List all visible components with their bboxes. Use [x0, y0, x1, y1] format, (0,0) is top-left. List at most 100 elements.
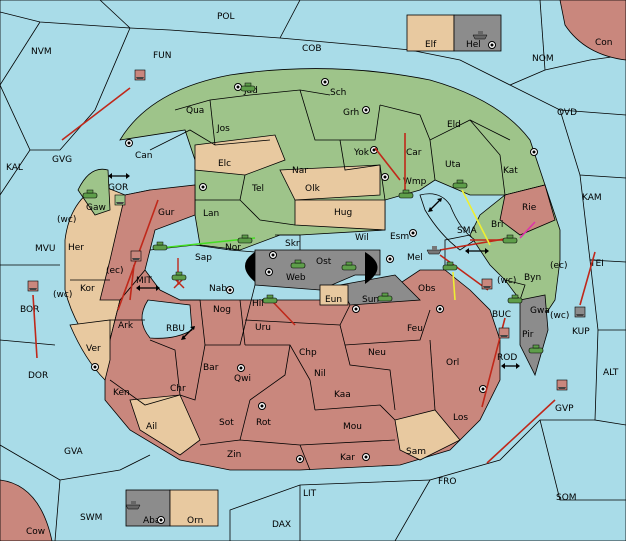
- supply-center-icon: [157, 516, 165, 524]
- army-tank-icon: [82, 189, 98, 199]
- label-gva: GVA: [64, 447, 84, 457]
- label-sun: Sun: [362, 295, 379, 305]
- territory-elf[interactable]: [406, 14, 455, 52]
- fleet-ship-icon: [481, 278, 493, 290]
- supply-center-icon: [237, 364, 245, 372]
- main-continent: [64, 68, 561, 471]
- supply-center-icon: [352, 305, 360, 313]
- label-yok: Yok: [353, 148, 370, 158]
- support-line: [461, 189, 491, 246]
- internal-borders: [70, 89, 526, 471]
- territory-gaw[interactable]: [77, 168, 111, 216]
- label-buc: BUC: [492, 310, 511, 320]
- label-rbu: RBU: [166, 324, 185, 334]
- label-mvu: MVU: [35, 244, 56, 254]
- army-tank-icon: [262, 294, 278, 304]
- convoy-arrow-icon: [465, 248, 489, 254]
- territory-sam[interactable]: [394, 409, 461, 461]
- territory-orn[interactable]: [169, 489, 219, 527]
- sea-sma[interactable]: [419, 193, 476, 251]
- label-uru: Uru: [255, 323, 271, 333]
- fleet-ship-icon: [130, 250, 142, 262]
- supply-center-icon: [479, 385, 487, 393]
- label-elf: Elf: [425, 40, 437, 50]
- territory-olk[interactable]: [279, 164, 381, 201]
- coast-label-ec-1: (ec): [106, 266, 124, 276]
- label-hel: Hel: [466, 40, 481, 50]
- label-gvp: GVP: [555, 404, 574, 414]
- label-fro: FRO: [438, 477, 457, 487]
- move-arrow-icon: [374, 147, 401, 181]
- label-skr: Skr: [285, 239, 300, 249]
- label-wil: Wil: [355, 233, 369, 243]
- territory-hug[interactable]: [294, 199, 386, 231]
- fleet-ship-icon: [125, 501, 141, 510]
- convoy-arrow-icon: [428, 198, 442, 212]
- coast-label-wc-1: (wc): [57, 215, 76, 225]
- label-nom: NOM: [532, 54, 554, 64]
- label-grh: Grh: [343, 108, 359, 118]
- label-con: Con: [595, 38, 613, 48]
- label-kat: Kat: [503, 166, 518, 176]
- label-ken: Ken: [113, 388, 130, 398]
- label-nab: Nab: [209, 284, 227, 294]
- black-cap-left: [245, 252, 255, 282]
- army-tank-icon: [398, 189, 414, 199]
- label-web: Web: [286, 273, 306, 283]
- label-zin: Zin: [227, 450, 241, 460]
- label-orl: Orl: [446, 358, 459, 368]
- label-pol: POL: [217, 12, 235, 22]
- label-bri: Bri: [491, 220, 503, 230]
- label-gwa: Gwa: [530, 306, 550, 316]
- territory-rie[interactable]: [499, 184, 556, 236]
- label-sam: Sam: [406, 447, 426, 457]
- label-nar: Nar: [292, 166, 308, 176]
- supply-center-icon: [436, 305, 444, 313]
- label-bar: Bar: [203, 363, 219, 373]
- label-gur: Gur: [158, 208, 175, 218]
- convoy-arrow-icon: [108, 173, 130, 179]
- army-tank-icon: [442, 261, 458, 271]
- label-cow: Cow: [26, 527, 45, 537]
- army-tank-icon: [377, 292, 393, 302]
- coast-label-wc-4: (wc): [550, 311, 569, 321]
- label-dor: DOR: [28, 371, 48, 381]
- black-cap-right: [365, 252, 378, 284]
- territory-eun[interactable]: [319, 284, 349, 306]
- label-jos: Jos: [216, 124, 230, 134]
- label-tei: TEI: [589, 259, 604, 269]
- label-orn: Orn: [187, 516, 203, 526]
- territory-ail[interactable]: [129, 394, 201, 456]
- label-esm: Esm: [390, 232, 409, 242]
- move-arrow-icon: [32, 294, 38, 359]
- label-obs: Obs: [418, 284, 436, 294]
- label-chp: Chp: [299, 348, 317, 358]
- label-alt: ALT: [603, 368, 619, 378]
- label-sma: SMA: [457, 226, 477, 236]
- label-bor: BOR: [20, 305, 39, 315]
- coast-label-wc-2: (wc): [53, 290, 72, 300]
- convoy-arrow-icon: [181, 326, 195, 340]
- supply-center-icon: [321, 78, 329, 86]
- support-line: [519, 221, 536, 239]
- label-kar: Kar: [340, 453, 355, 463]
- label-rie: Rie: [522, 203, 537, 213]
- label-gaw: Gaw: [86, 203, 106, 213]
- move-arrow-icon: [439, 237, 511, 251]
- label-ver: Ver: [86, 344, 101, 354]
- label-sch: Sch: [330, 88, 346, 98]
- fleet-ship-icon: [472, 31, 488, 40]
- label-neu: Neu: [368, 348, 386, 358]
- label-rod: ROD: [497, 353, 517, 363]
- army-tank-icon: [290, 259, 306, 269]
- label-lit: LIT: [303, 489, 317, 499]
- units: [27, 31, 586, 510]
- supply-center-icon: [386, 255, 394, 263]
- supply-center-icon: [258, 402, 266, 410]
- supply-center-icon: [488, 41, 496, 49]
- label-gor: GOR: [108, 183, 128, 193]
- label-qwi: Qwi: [234, 374, 251, 384]
- territory-labels: POL NVM FUN COB NOM Con Elf Hel OVD KAL …: [6, 12, 619, 537]
